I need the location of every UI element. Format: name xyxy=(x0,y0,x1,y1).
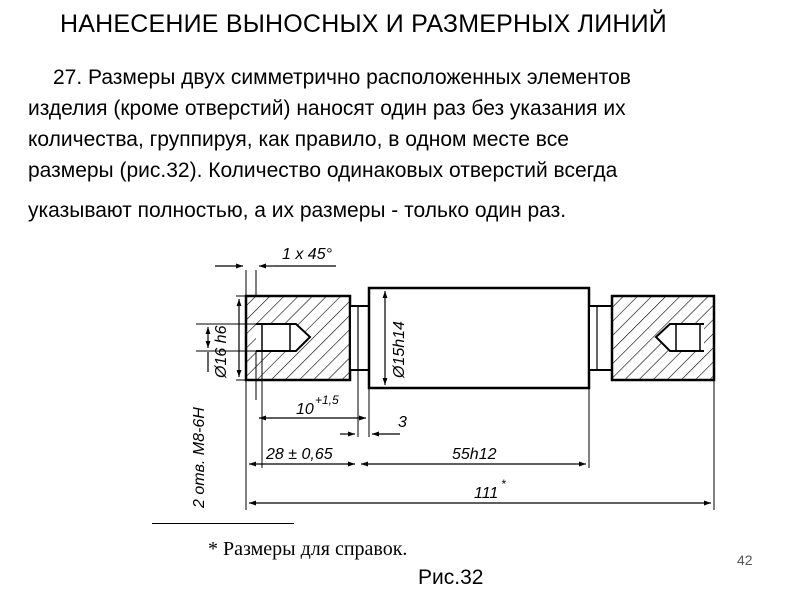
footnote-divider xyxy=(152,523,294,524)
dimension-lines xyxy=(205,263,711,506)
depth-tolerance: +1,5 xyxy=(315,393,339,407)
paragraph-line: размеры (рис.32). Количество одинаковых … xyxy=(28,159,618,182)
overall-length-dimension: 111 xyxy=(474,485,498,502)
paragraph-line: 27. Размеры двух симметрично расположенн… xyxy=(53,66,631,89)
right-neck xyxy=(588,305,613,371)
middle-diameter-dimension: Ø15h14 xyxy=(391,321,408,379)
left-diameter-dimension: Ø16 h6 xyxy=(213,325,230,379)
length-middle-dimension: 55h12 xyxy=(452,446,497,463)
footnote: * Размеры для справок. xyxy=(208,538,408,560)
overall-length-mark: * xyxy=(501,477,506,491)
right-section xyxy=(610,294,716,382)
length-left-dimension: 28 ± 0,65 xyxy=(265,446,333,463)
left-section xyxy=(244,294,352,382)
chamfer-dimension: 1 x 45° xyxy=(282,246,333,263)
slide-title: НАНЕСЕНИЕ ВЫНОСНЫХ И РАЗМЕРНЫХ ЛИНИЙ xyxy=(60,10,667,38)
depth-dimension: 10 xyxy=(296,401,314,418)
figure-caption: Рис.32 xyxy=(418,566,484,589)
middle-cylinder xyxy=(367,286,591,390)
paragraph-line: указывают полностью, а их размеры - толь… xyxy=(28,199,567,222)
holes-dimension: 2 отв. M8-6H xyxy=(191,407,208,509)
paragraph-line: количества, группируя, как правило, в од… xyxy=(28,128,569,151)
left-neck xyxy=(349,305,370,371)
paragraph-line: изделия (кроме отверстий) наносят один р… xyxy=(28,97,626,120)
groove-dimension: 3 xyxy=(398,414,407,431)
rule-paragraph: 27. Размеры двух симметрично расположенн… xyxy=(28,62,788,226)
page-number: 42 xyxy=(737,552,753,568)
extension-lines xyxy=(196,270,715,510)
